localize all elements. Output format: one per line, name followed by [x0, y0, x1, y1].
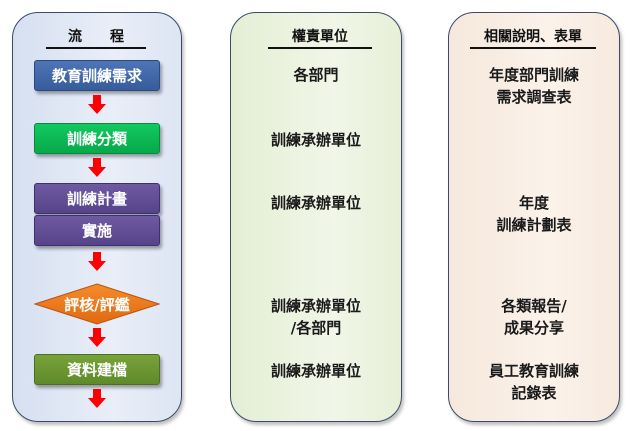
- flow-heading: 流 程: [46, 26, 146, 49]
- step-evaluation-decision: 評核/評鑑: [34, 283, 160, 325]
- responsibility-needs: 各部門: [232, 64, 400, 86]
- responsibility-line: 各部門: [293, 66, 339, 84]
- down-arrow-icon: [88, 252, 106, 271]
- description-reports: 各類報告/ 成果分享: [450, 295, 618, 339]
- description-column-panel: [448, 12, 620, 422]
- responsibility-line: 訓練承辦單位: [270, 362, 361, 380]
- responsibility-line: 訓練承辦單位: [270, 297, 361, 315]
- description-line: 年度部門訓練: [488, 66, 579, 84]
- down-arrow-icon: [88, 328, 106, 347]
- responsibility-plan: 訓練承辦單位: [232, 192, 400, 214]
- responsibility-heading: 權責單位: [268, 26, 372, 49]
- description-annual-plan: 年度 訓練計劃表: [450, 192, 618, 236]
- step-training-classification: 訓練分類: [34, 123, 160, 154]
- responsibility-classification: 訓練承辦單位: [232, 129, 400, 151]
- description-line: 各類報告/: [501, 297, 567, 315]
- decision-diamond-shape: [34, 283, 160, 325]
- step-evaluation-label: 評核/評鑑: [64, 295, 130, 314]
- description-line: 訓練計劃表: [496, 216, 572, 234]
- description-needs-survey: 年度部門訓練 需求調查表: [450, 64, 618, 108]
- down-arrow-icon: [88, 158, 106, 177]
- down-arrow-icon: [88, 389, 106, 408]
- step-training-plan: 訓練計畫: [34, 183, 160, 214]
- description-training-record: 員工教育訓練 記錄表: [450, 360, 618, 404]
- step-implementation: 實施: [34, 215, 160, 246]
- step-training-needs: 教育訓練需求: [34, 60, 160, 91]
- responsibility-line: /各部門: [290, 319, 342, 337]
- description-line: 年度: [518, 194, 549, 212]
- description-heading: 相關說明、表單: [470, 26, 596, 49]
- description-line: 需求調查表: [496, 88, 572, 106]
- responsibility-line: 訓練承辦單位: [270, 131, 361, 149]
- down-arrow-icon: [88, 95, 106, 114]
- responsibility-column-panel: [230, 12, 402, 422]
- description-line: 記錄表: [511, 384, 557, 402]
- responsibility-archiving: 訓練承辦單位: [232, 360, 400, 382]
- description-line: 員工教育訓練: [488, 362, 579, 380]
- step-data-archiving: 資料建檔: [34, 354, 160, 385]
- responsibility-line: 訓練承辦單位: [270, 194, 361, 212]
- responsibility-evaluation: 訓練承辦單位 /各部門: [232, 295, 400, 339]
- description-line: 成果分享: [503, 319, 564, 337]
